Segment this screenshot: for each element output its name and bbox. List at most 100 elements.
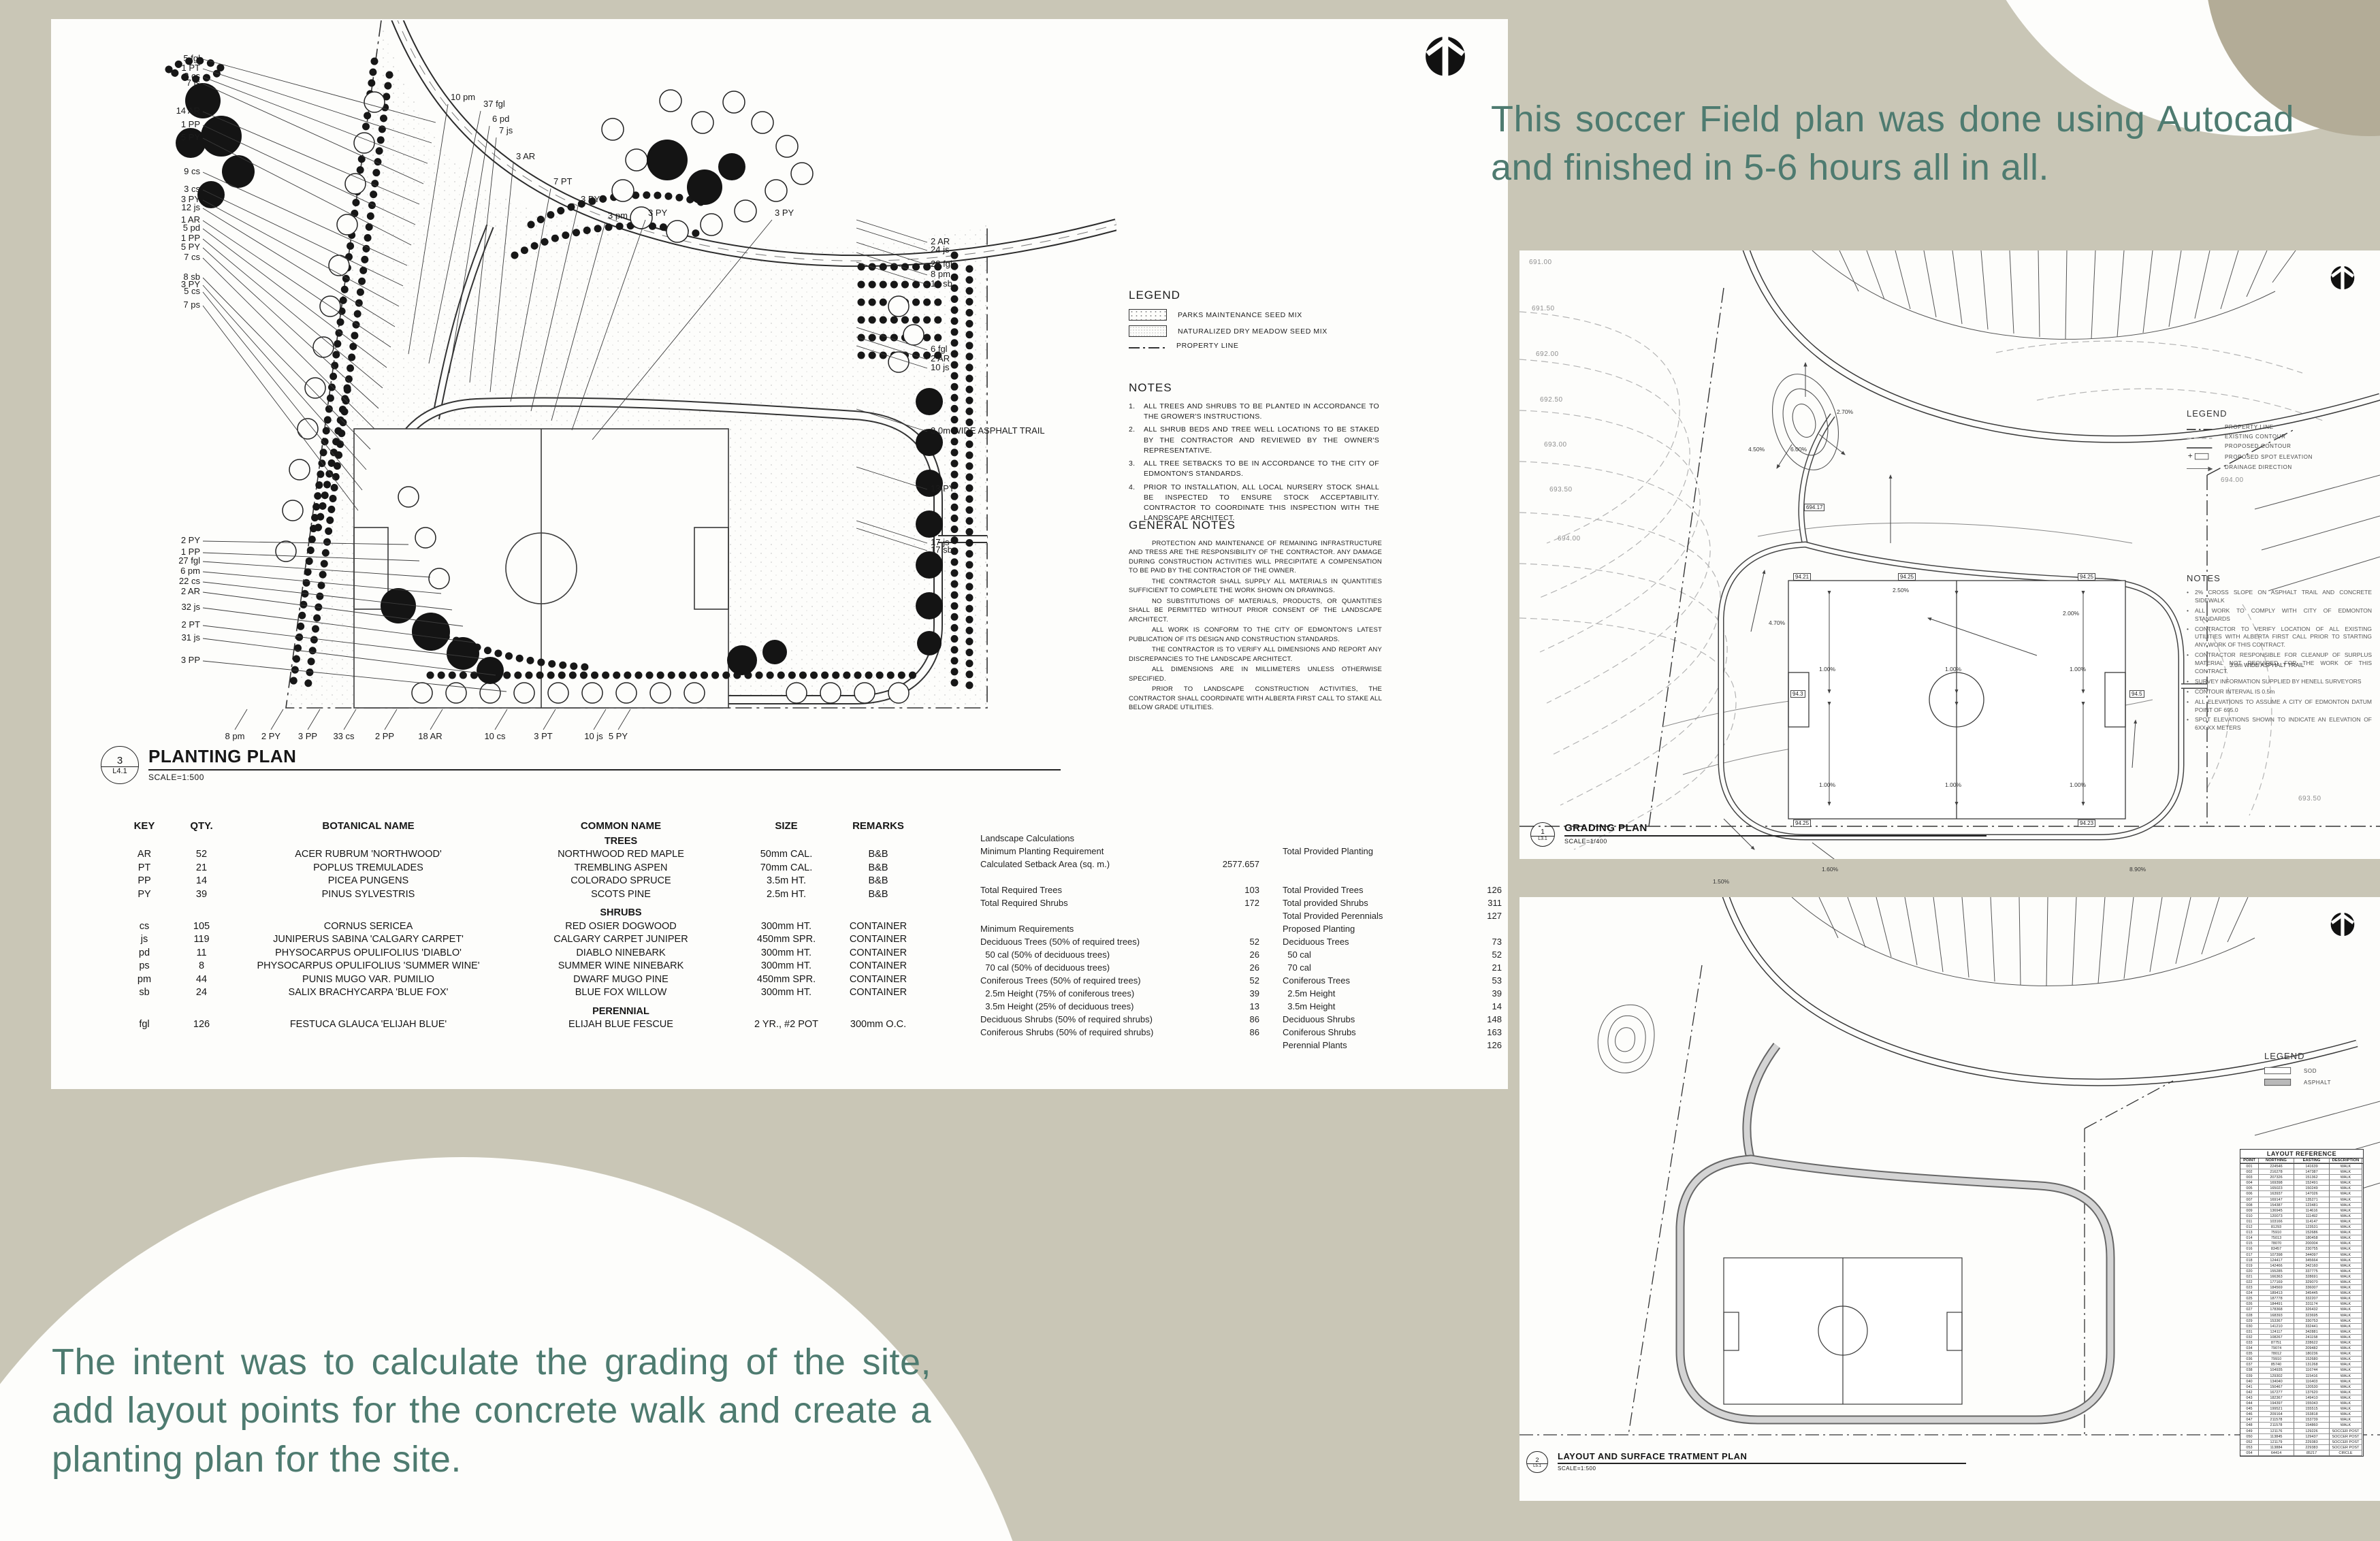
detail-number: 1 [1531,828,1554,837]
schedule-header-cell: COMMON NAME [580,820,662,832]
general-note-item: NO SUBSTITUTIONS OF MATERIALS, PRODUCTS,… [1129,597,1382,623]
plant-callout-right: 6 fgl [931,344,948,354]
spot-elevation: 94.25 [1898,573,1916,581]
calculation-row: 50 cal (50% of deciduous trees)26 50 cal… [980,950,1502,960]
detail-number: 2 [1527,1457,1547,1464]
slope-label: 1.00% [2070,666,2087,672]
legend-item: PROPOSED SPOT ELEVATION [2187,451,2364,461]
plant-callout-top: 7 js [499,125,513,135]
plant-callout-left: 7 ps [183,299,200,310]
note-item: 4.PRIOR TO INSTALLATION, ALL LOCAL NURSE… [1129,483,1379,523]
note-item: •2% CROSS SLOPE ON ASPHALT TRAIL AND CON… [2187,589,2372,604]
schedule-group-name: PERENNIAL [592,1005,649,1017]
legend-title: LEGEND [2264,1051,2305,1061]
spot-elevation: 94.23 [2078,820,2096,827]
table-header-cell: DESCRIPTION [2330,1158,2362,1163]
legend-item: PARKS MAINTENANCE SEED MIX [1129,309,1387,321]
spot-elevation: 94.5 [2129,690,2144,698]
note-item: •ALL ELEVATIONS TO ASSUME A CITY OF EDMO… [2187,698,2372,713]
slope-label: 4.70% [1769,619,1786,626]
plant-callout-left: 8 sb [183,272,200,282]
legend-item: EXISTING CONTOUR [2187,434,2364,440]
table-title: LAYOUT REFERENCE [2240,1150,2363,1158]
slope-label: 1.00% [2070,781,2087,788]
legend-title: LEGEND [1129,289,1180,302]
plant-callout-left: 5 pd [182,223,200,233]
table-header-cell: EASTING [2294,1158,2330,1163]
plant-callout-left: 5 PY [180,242,200,252]
spot-elevation: 94.25 [2078,573,2096,581]
plant-callout-left: 2 PY [180,535,200,545]
plant-callout-left: 2 AR [180,586,200,596]
plant-callout-left: 3 PY [180,279,200,289]
planting-general-notes: GENERAL NOTES PROTECTION AND MAINTENANCE… [1129,519,1382,714]
soccer-field [1723,1257,1963,1405]
plant-callout-left: 14 AR [176,106,200,116]
spot-elevation: 94.3 [1790,690,1805,698]
road [1742,250,2380,443]
plant-callout-right: 28 fgl [931,259,952,269]
legend-item-label: NATURALIZED DRY MEADOW SEED MIX [1178,327,1328,336]
legend-item-label: PROPOSED SPOT ELEVATION [2225,453,2313,460]
plant-callout-right: 3.0m WIDE ASPHALT TRAIL [931,425,1045,436]
calculation-row: 3.5m Height (25% of deciduous trees)13 3… [980,1001,1502,1011]
calculation-row [980,871,1502,883]
legend-item-label: ASPHALT [2304,1079,2332,1086]
legend-item: SOD [2264,1067,2380,1075]
pond [1597,1004,1655,1073]
contour-label: 691.50 [1532,305,1555,312]
caption-bottom: The intent was to calculate the grading … [52,1342,931,1480]
general-note-item: ALL DIMENSIONS ARE IN MILLIMETERS UNLESS… [1129,666,1382,683]
slope-label: 4.50% [1748,446,1765,453]
plant-callout-left: 5 cs [184,286,200,296]
general-note-item: PROTECTION AND MAINTENANCE OF REMAINING … [1129,540,1382,575]
plant-callout-top: 6 pd [492,114,510,124]
notes-title: NOTES [2187,573,2221,583]
existing-contours [1519,311,2323,850]
legend-swatch-icon [2187,428,2213,430]
grading-notes: NOTES •2% CROSS SLOPE ON ASPHALT TRAIL A… [2187,573,2372,734]
plant-callout-right: 24 js [931,244,950,255]
planting-plan-drawing [165,20,1116,709]
plant-callout-top: 37 fgl [483,99,505,109]
slope-arrows [1723,474,2138,859]
plant-callout-left: 3 PY [180,194,200,204]
schedule-header-cell: BOTANICAL NAME [322,820,415,832]
legend-item-label: PROPOSED CONTOUR [2225,443,2291,449]
plant-callout-left: 3 PP [180,655,200,665]
slope-label: 1.00% [1945,781,1962,788]
plant-callout-bottom: 10 cs [484,731,506,741]
legend-swatch-icon [1129,325,1167,337]
subdivision-lots [1812,250,2380,591]
property-line [1519,964,2380,1435]
legend-swatch-icon [2187,447,2213,449]
plant-callout-left: 2 PT [181,619,200,630]
slope-label: 1.60% [1822,866,1839,873]
plant-callout-left: 31 js [181,632,200,643]
plant-callout-left: 27 fgl [178,555,200,566]
plant-callout-top: 3 PY [775,208,794,218]
plant-callout-left: 1 PP [180,547,200,557]
legend-item: PROPERTY LINE [2187,424,2364,430]
